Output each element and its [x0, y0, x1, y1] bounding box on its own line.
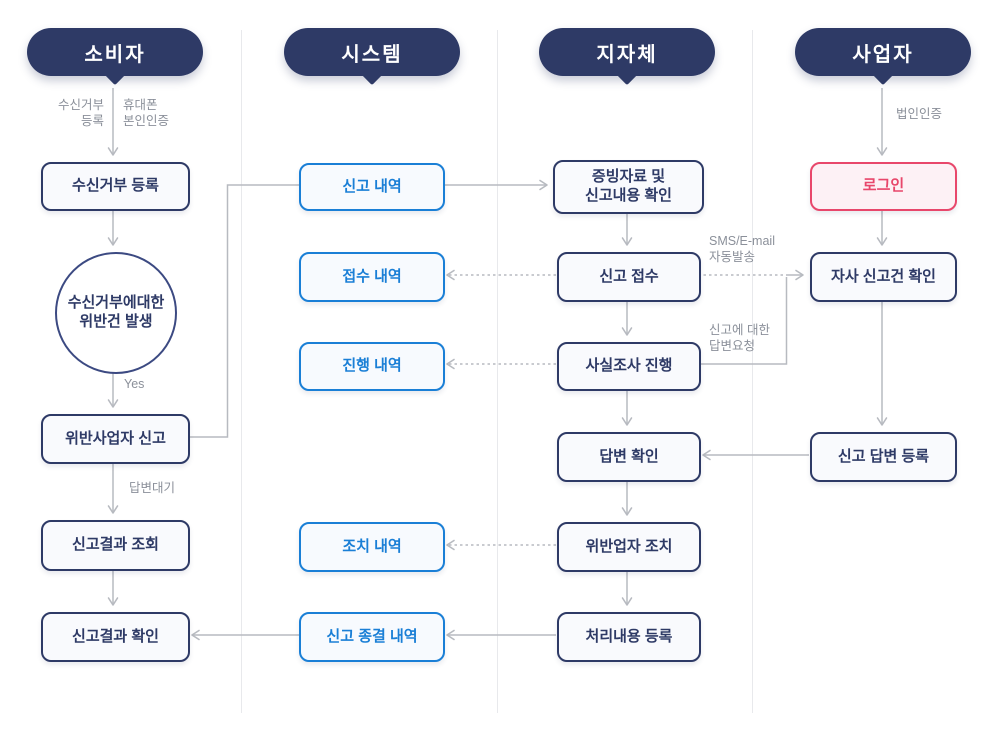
violation-circle-line1: 수신거부에대한 — [67, 294, 165, 312]
node-report-result-check: 신고결과 확인 — [41, 612, 190, 662]
node-action-history: 조치 내역 — [299, 522, 445, 572]
node-report-result-inquiry: 신고결과 조회 — [41, 520, 190, 571]
edge-label-corporate-auth: 법인인증 — [896, 107, 943, 121]
dotted-arrows — [446, 269, 786, 551]
evidence-check-line1: 증빙자료 및 — [591, 168, 666, 186]
lane-separators — [241, 30, 753, 713]
node-violation-occurrence-circle: 수신거부에대한 위반건 발생 — [55, 252, 177, 374]
connector-investigation-to-business — [698, 277, 788, 365]
node-report-answer-register: 신고 답변 등록 — [810, 432, 957, 482]
edge-label-phone-line2: 본인인증 — [123, 114, 170, 128]
edge-label-phone-line1: 휴대폰 — [123, 98, 158, 112]
node-answer-check: 답변 확인 — [557, 432, 701, 482]
edge-label-sms-email: SMS/E-mail 자동발송 — [709, 233, 775, 265]
plain-connectors — [186, 184, 788, 438]
business-lane-header: 사업자 — [795, 28, 971, 76]
node-report-closure-history: 신고 종결 내역 — [299, 612, 445, 662]
evidence-check-line2: 신고내용 확인 — [585, 187, 672, 204]
consumer-lane-header: 소비자 — [27, 28, 203, 76]
node-report-history: 신고 내역 — [299, 163, 445, 211]
solid-arrows — [107, 88, 888, 641]
edge-label-answer-request: 신고에 대한 답변요청 — [709, 322, 770, 354]
edge-label-reject-line1: 수신거부 — [57, 98, 104, 112]
node-evidence-check: 증빙자료 및 신고내용 확인 — [553, 160, 704, 214]
edge-label-reject-registration: 수신거부 등록 — [31, 97, 104, 129]
edge-label-answer-request-line1: 신고에 대한 — [709, 323, 770, 337]
node-reject-registration: 수신거부 등록 — [41, 162, 190, 211]
edge-label-answer-request-line2: 답변요청 — [709, 339, 756, 353]
node-violator-action: 위반업자 조치 — [557, 522, 701, 572]
edge-label-yes: Yes — [124, 377, 145, 391]
node-progress-history: 진행 내역 — [299, 342, 445, 391]
violation-circle-line2: 위반건 발생 — [79, 313, 153, 330]
edge-label-phone-auth: 휴대폰 본인인증 — [123, 97, 169, 129]
node-fact-investigation: 사실조사 진행 — [557, 342, 701, 391]
node-report-receipt: 신고 접수 — [557, 252, 701, 302]
system-lane-header: 시스템 — [284, 28, 460, 76]
node-report-violator: 위반사업자 신고 — [41, 414, 190, 464]
node-login: 로그인 — [810, 162, 957, 211]
connector-report-to-report-history — [186, 184, 299, 438]
node-processing-register: 처리내용 등록 — [557, 612, 701, 662]
government-lane-header: 지자체 — [539, 28, 715, 76]
node-own-report-check: 자사 신고건 확인 — [810, 252, 957, 302]
edge-label-sms-line1: SMS/E-mail — [709, 234, 775, 248]
edge-label-sms-line2: 자동발송 — [709, 250, 756, 264]
edge-label-reject-line2: 등록 — [80, 114, 104, 128]
node-receipt-history: 접수 내역 — [299, 252, 445, 302]
edge-label-answer-wait: 답변대기 — [129, 481, 176, 495]
